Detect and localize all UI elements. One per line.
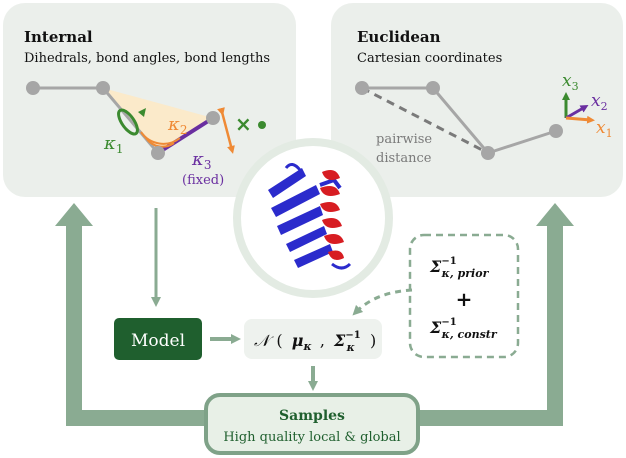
atom (151, 146, 165, 160)
dot-icon (258, 121, 266, 129)
bond-stretch-arrow-icon (217, 107, 235, 154)
fixed-label: (fixed) (182, 173, 224, 188)
cross-icon: × (235, 112, 252, 136)
atom (481, 146, 495, 160)
protein-structure-image (268, 163, 352, 270)
feedback-arrowhead-left-icon (55, 203, 93, 226)
feedback-arrow-left (66, 224, 208, 426)
bond-line (431, 87, 490, 154)
x1-label: x1 (596, 118, 613, 140)
model-box (114, 318, 202, 360)
x2-label: x2 (591, 91, 608, 113)
distribution-box (244, 319, 382, 359)
dihedral-rotation-icon (117, 108, 139, 136)
internal-title: Internal (24, 28, 93, 46)
samples-box (204, 393, 420, 455)
x1-axis-arrow (565, 115, 595, 124)
bond-angle-wedge (103, 88, 213, 153)
kappa3-label: κ3 (191, 149, 211, 172)
atom (355, 81, 369, 95)
samples-title: Samples (279, 408, 345, 424)
feedback-arrow-right (418, 224, 563, 426)
atom (96, 81, 110, 95)
atom (206, 111, 220, 125)
euclidean-title: Euclidean (357, 28, 441, 46)
kappa2-label: κ2 (167, 114, 187, 137)
pairwise-distance-line (361, 86, 489, 155)
atom (426, 81, 440, 95)
internal-subtitle: Dihedrals, bond angles, bond lengths (24, 51, 270, 66)
bond-line (487, 129, 557, 155)
dihedral-arrowhead-icon (138, 108, 146, 117)
euclidean-subtitle: Cartesian coordinates (357, 51, 502, 66)
atom (26, 81, 40, 95)
x3-label: x3 (562, 71, 579, 93)
feedback-arrowhead-right-icon (536, 203, 574, 226)
bond-angle-arc (140, 131, 181, 145)
x2-axis-arrow (565, 104, 589, 120)
plus-sign: + (456, 287, 473, 311)
model-label: Model (131, 331, 185, 351)
prior-to-distribution-arrow (352, 288, 413, 316)
atom (549, 124, 563, 138)
pairwise-label-line2: distance (376, 151, 432, 166)
samples-subtitle: High quality local & global (223, 430, 400, 445)
pairwise-label-line1: pairwise (376, 132, 432, 147)
prior-constraint-box (408, 233, 520, 359)
euclidean-panel (331, 3, 623, 197)
kappa1-label: κ1 (103, 133, 123, 156)
